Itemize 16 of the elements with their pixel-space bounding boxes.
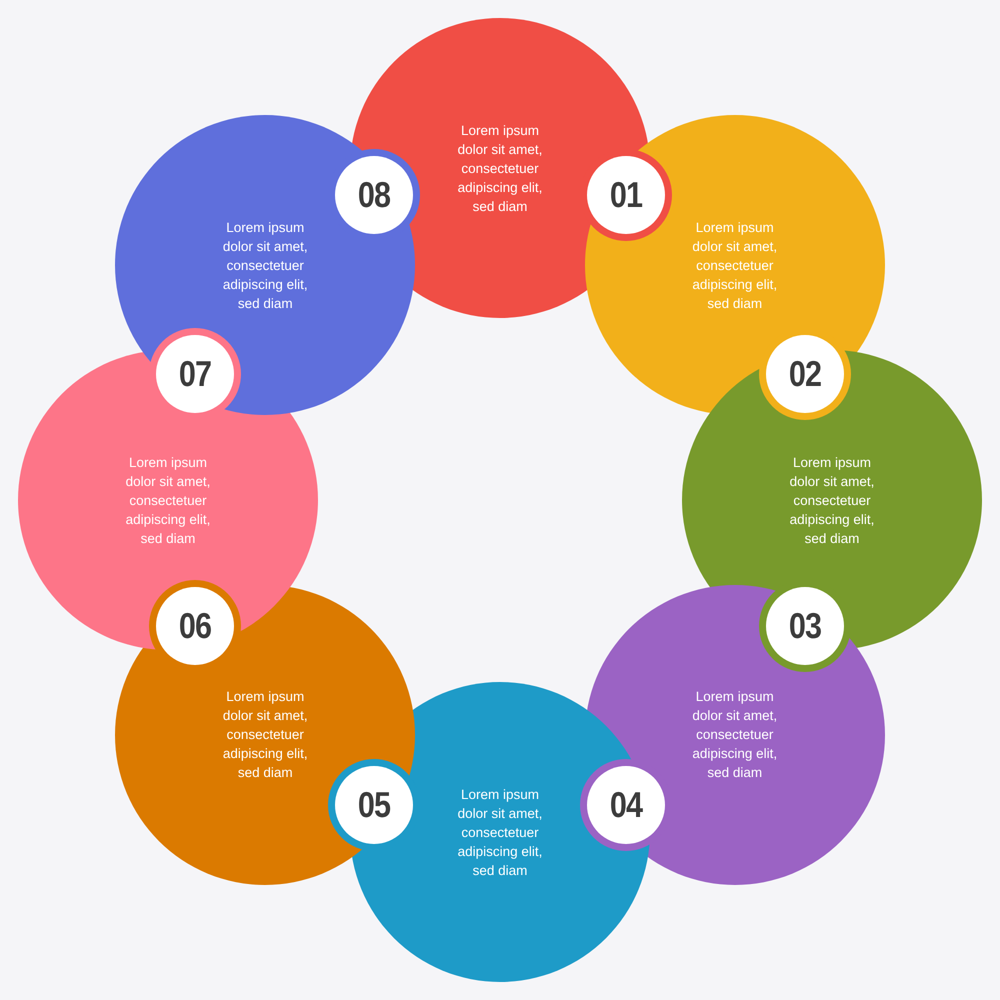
step-number: 02 <box>788 352 822 395</box>
body-text: Lorem ipsum dolor sit amet, consectetuer adipiscing elit, sed diam <box>691 688 778 782</box>
step-number: 04 <box>610 784 642 826</box>
step-number: 05 <box>358 784 390 826</box>
step-number: 01 <box>610 174 642 216</box>
step-number: 08 <box>358 174 390 216</box>
body-text: Lorem ipsum dolor sit amet, consectetuer adipiscing elit, sed diam <box>456 786 544 880</box>
step-number: 06 <box>178 605 212 648</box>
step-number: 03 <box>788 605 822 648</box>
body-text: Lorem ipsum dolor sit amet, consectetuer adipiscing elit, sed diam <box>788 454 876 548</box>
step-number: 07 <box>178 352 212 395</box>
body-text: Lorem ipsum dolor sit amet, consectetuer adipiscing elit, sed diam <box>691 218 778 313</box>
body-text: Lorem ipsum dolor sit amet, consectetuer adipiscing elit, sed diam <box>222 218 309 313</box>
body-text: Lorem ipsum dolor sit amet, consectetuer adipiscing elit, sed diam <box>456 122 544 216</box>
body-text: Lorem ipsum dolor sit amet, consectetuer adipiscing elit, sed diam <box>124 454 212 548</box>
body-text: Lorem ipsum dolor sit amet, consectetuer adipiscing elit, sed diam <box>222 688 309 782</box>
